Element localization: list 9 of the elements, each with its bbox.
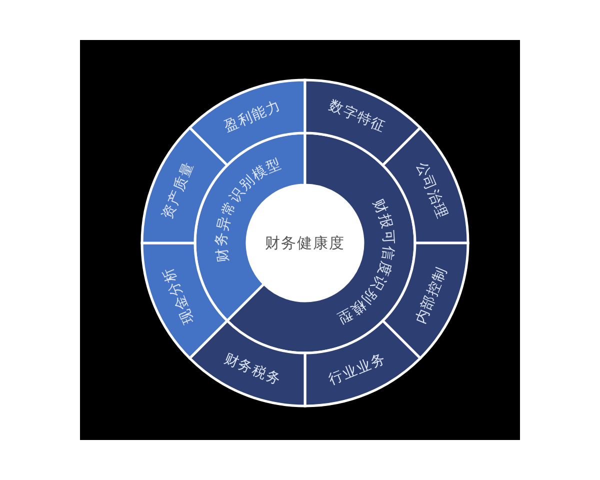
segment-label: 资产质量 [160,160,198,222]
segment-label: 财务税务 [222,350,284,388]
center-label: 财务健康度 [265,234,345,252]
segment-label: 内部控制 [412,264,450,326]
segment-label: 现金分析 [160,264,198,326]
segment-label: 行业业务 [326,350,388,388]
segment-label: 盈利能力 [222,98,284,136]
segment-label: 公司治理 [412,160,450,222]
segment-label: 数字特征 [326,98,388,136]
